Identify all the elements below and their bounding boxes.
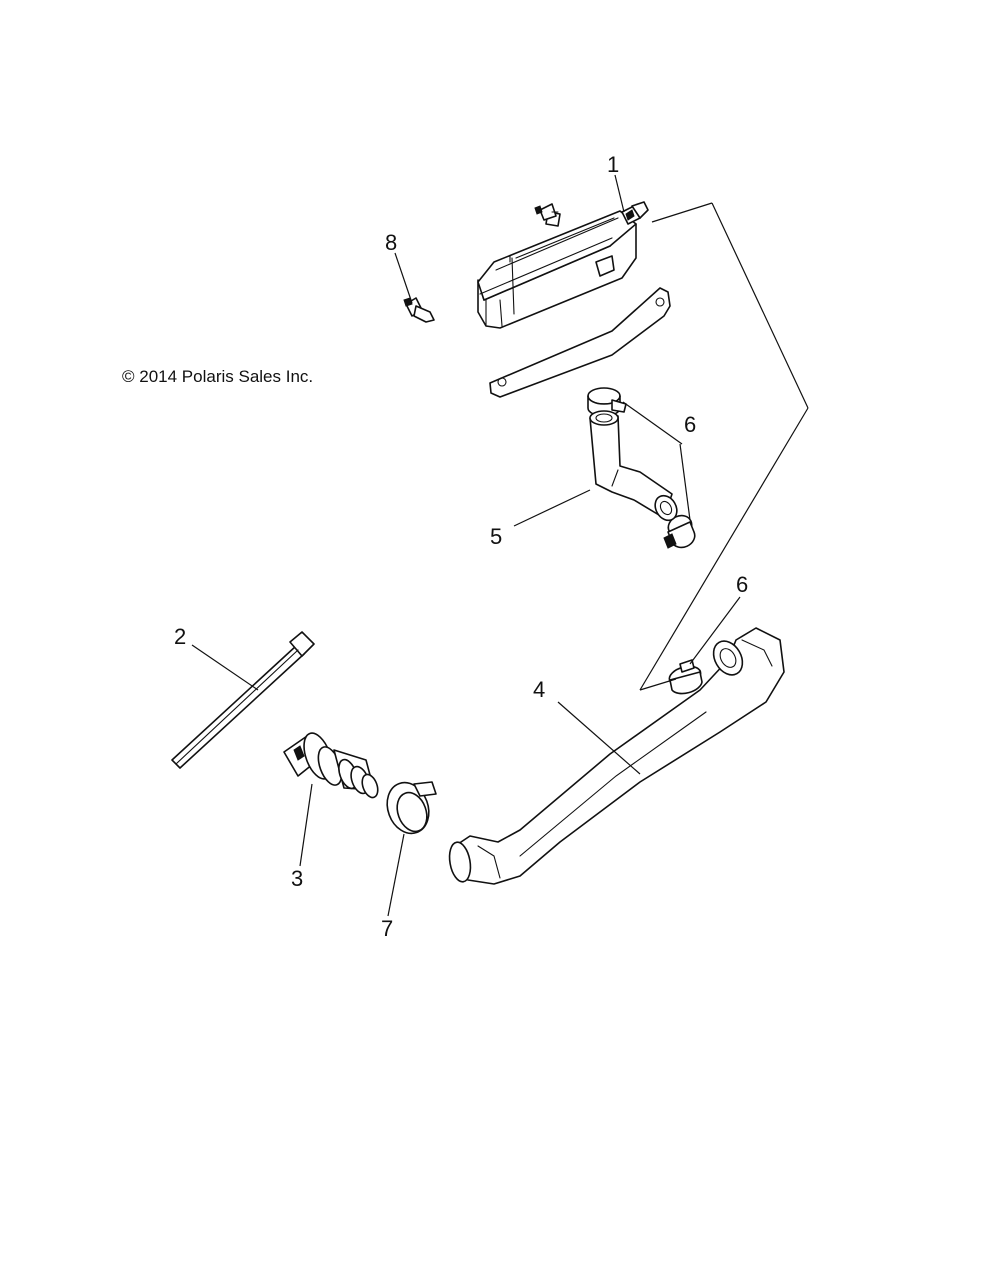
- callout-6-lower: 6: [736, 572, 748, 597]
- part-8-screw-lower: [403, 297, 435, 323]
- leader-8: [394, 252, 413, 304]
- routing-line-end: [639, 678, 677, 691]
- callout-8: 8: [385, 230, 397, 255]
- leader-5: [513, 489, 591, 527]
- copyright-notice: © 2014 Polaris Sales Inc.: [122, 367, 314, 386]
- leader-6-upper: [622, 401, 683, 445]
- callout-1: 1: [607, 152, 619, 177]
- part-7-clamp: [386, 781, 437, 835]
- leader-7: [387, 833, 405, 917]
- routing-line-top: [651, 202, 713, 223]
- leader-1: [614, 174, 625, 213]
- part-5-elbow-hose: [589, 410, 678, 522]
- part-1-breather-box: [477, 201, 671, 398]
- part-4-long-hose: [448, 627, 785, 885]
- routing-line-down: [639, 407, 809, 691]
- part-6-clamp-middle: [663, 514, 696, 549]
- leader-6-lower: [689, 596, 741, 665]
- callout-3: 3: [291, 866, 303, 891]
- callout-5: 5: [490, 524, 502, 549]
- part-3-fitting: [283, 732, 379, 799]
- callout-4: 4: [533, 677, 545, 702]
- leader-4: [557, 701, 641, 775]
- routing-line-long: [711, 202, 809, 409]
- leader-6-mid: [679, 443, 691, 521]
- part-6-clamp-lower: [668, 659, 703, 695]
- leader-lines: [191, 174, 809, 917]
- callout-7: 7: [381, 916, 393, 941]
- callout-2: 2: [174, 624, 186, 649]
- leader-2: [191, 644, 259, 691]
- callout-6-upper: 6: [684, 412, 696, 437]
- part-2-rod: [171, 631, 315, 769]
- part-8-screw-upper: [534, 203, 561, 227]
- leader-3: [299, 783, 313, 867]
